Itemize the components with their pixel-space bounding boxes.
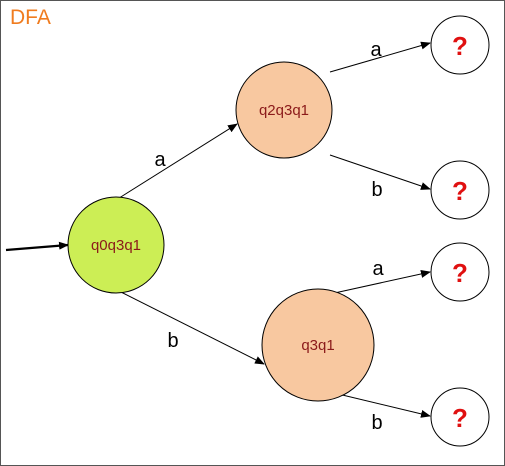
state-start-label: q0q3q1 [91, 237, 141, 254]
diagram-title: DFA [10, 6, 51, 29]
edge-upper-a-label: a [370, 39, 382, 61]
state-lower [261, 288, 375, 402]
edge-lower-a [329, 270, 431, 295]
state-upper [235, 61, 333, 159]
state-start [67, 196, 165, 294]
unknown-mark-4: ? [452, 403, 468, 433]
unknown-state-4 [430, 387, 490, 447]
unknown-state-2 [430, 160, 490, 220]
edge-start-to-upper [115, 123, 238, 201]
edge-lower-a-label: a [372, 258, 384, 280]
edge-lower-b-label: b [371, 412, 382, 434]
state-lower-label: q3q1 [301, 337, 334, 354]
unknown-mark-1: ? [452, 31, 468, 61]
edge-lower-b [333, 392, 431, 418]
state-upper-label: q2q3q1 [259, 102, 309, 119]
edge-start-to-upper-label: a [154, 149, 166, 171]
edge-upper-b-label: b [371, 179, 382, 201]
edge-upper-b [329, 154, 431, 190]
unknown-state-3 [430, 242, 490, 302]
edge-upper-a [329, 41, 431, 73]
edge-start-to-lower [114, 288, 265, 365]
start-arrow [5, 241, 69, 252]
unknown-state-1 [430, 15, 490, 75]
unknown-mark-2: ? [452, 176, 468, 206]
edge-start-to-lower-label: b [167, 330, 178, 352]
unknown-mark-3: ? [452, 258, 468, 288]
